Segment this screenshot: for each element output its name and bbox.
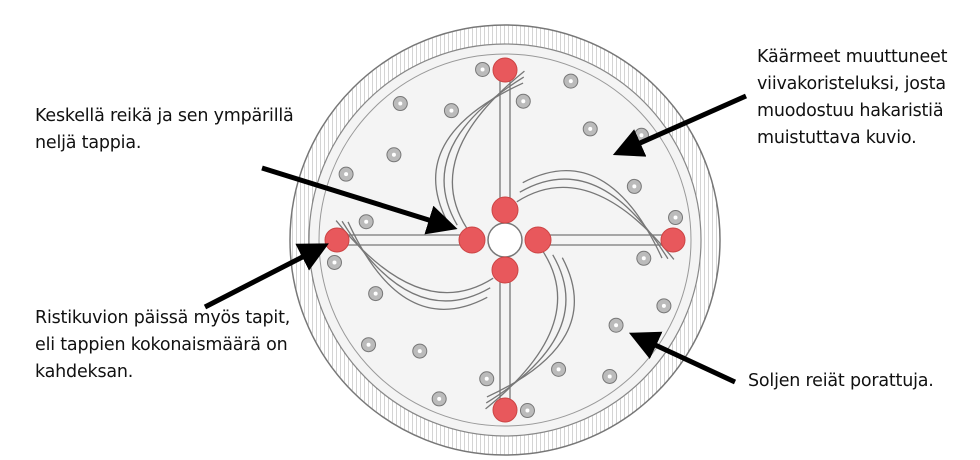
annotation-center: Keskellä reikä ja sen ympärillä neljä ta…	[35, 106, 294, 153]
swirl-line	[486, 257, 576, 398]
dot-hole	[480, 67, 485, 72]
decor-dots	[326, 61, 684, 419]
swirl-line	[519, 178, 669, 260]
arrow-cross-ends	[203, 243, 329, 310]
line-decoration	[335, 70, 675, 410]
arrow-snakes	[612, 93, 748, 157]
brooch	[289, 24, 721, 456]
dot-hole	[568, 79, 573, 84]
dot-hole	[607, 374, 612, 379]
pins	[324, 57, 686, 423]
swirl-line	[522, 169, 663, 259]
dot-hole	[525, 408, 530, 413]
dot-hole	[332, 260, 337, 265]
annotation-holes: Soljen reiät porattuja.	[748, 371, 934, 391]
dot-hole	[614, 323, 619, 328]
dot-hole	[632, 184, 637, 189]
dot-hole	[661, 303, 666, 308]
dot-hole	[364, 219, 369, 224]
inner-pin	[524, 226, 552, 254]
swirl-line	[434, 82, 524, 223]
dot-hole	[398, 101, 403, 106]
dot-hole	[417, 349, 422, 354]
outer-pin	[492, 397, 518, 423]
dot-hole	[484, 376, 489, 381]
annotation-snakes: Käärmeet muuttuneet viivakoristeluksi, j…	[757, 47, 948, 148]
dot-hole	[344, 172, 349, 177]
center-hole	[487, 222, 523, 258]
dot-hole	[366, 342, 371, 347]
arrow-holes	[628, 331, 737, 385]
dot-hole	[641, 256, 646, 261]
dot-hole	[391, 152, 396, 157]
dot-hole	[673, 215, 678, 220]
dot-hole	[588, 126, 593, 131]
inner-pin	[491, 196, 519, 224]
arrows	[203, 93, 748, 385]
swirl-line	[485, 254, 567, 404]
dot-hole	[437, 396, 442, 401]
inner-border	[318, 53, 692, 427]
dot-hole	[639, 133, 644, 138]
dot-hole	[521, 99, 526, 104]
inner-pin	[491, 256, 519, 284]
dot-hole	[449, 108, 454, 113]
inner-pin	[458, 226, 486, 254]
dot-hole	[556, 367, 561, 372]
outer-pin	[492, 57, 518, 83]
dot-hole	[373, 291, 378, 296]
outer-pin	[324, 227, 350, 253]
annotation-cross-ends: Ristikuvion päissä myös tapit, eli tappi…	[35, 308, 291, 382]
swirl-line	[341, 220, 491, 302]
swirl-line	[347, 221, 488, 311]
arrow-center	[261, 165, 458, 235]
outer-pin	[660, 227, 686, 253]
